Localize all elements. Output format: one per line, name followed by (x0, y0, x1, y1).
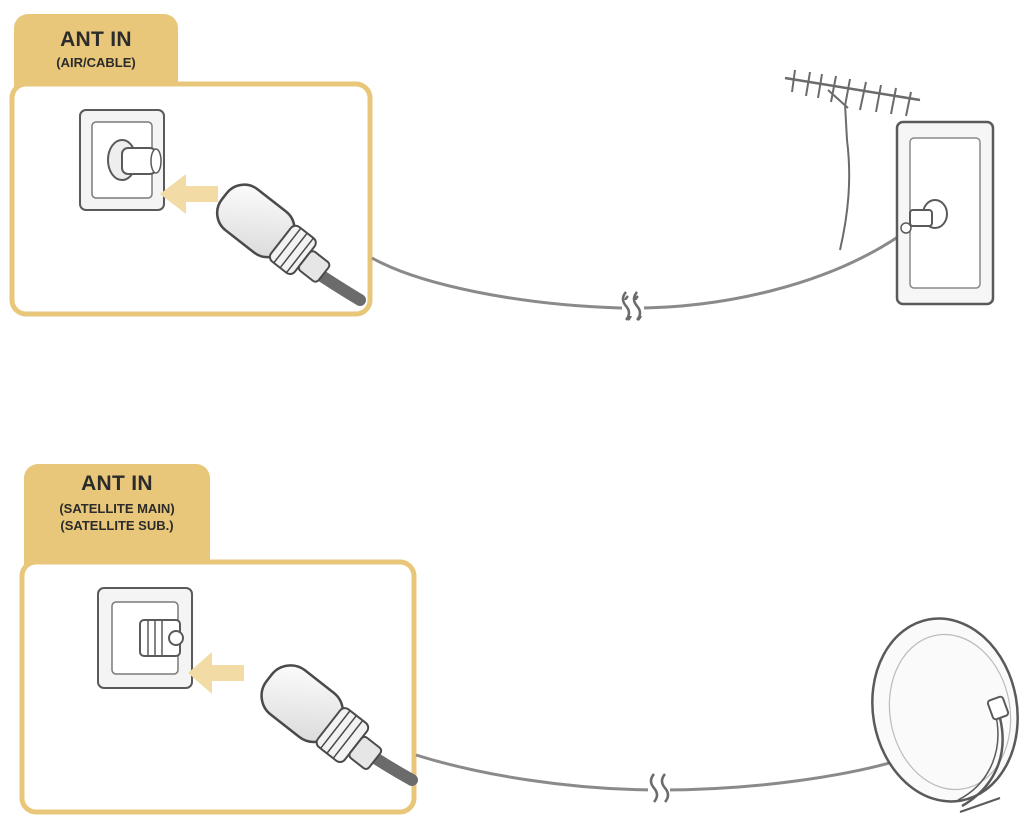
panel-2-title: ANT IN (81, 472, 153, 495)
f-connector-plug-icon (260, 664, 383, 770)
cable-1 (371, 230, 906, 310)
satellite-dish-icon (871, 617, 1019, 813)
panel-2-tab-bg (24, 464, 210, 584)
panel-air-cable (9, 14, 995, 321)
antenna-icon (784, 69, 921, 251)
panel-1-title: ANT IN (60, 28, 132, 51)
panel-2-subtitle-main: (SATELLITE MAIN) (59, 501, 175, 516)
coax-port-icon (79, 109, 165, 211)
insert-arrow-icon (188, 652, 244, 694)
insert-arrow-icon (160, 174, 218, 214)
panel-2-subtitle-sub: (SATELLITE SUB.) (60, 518, 174, 533)
wall-outlet-icon (895, 120, 995, 306)
panel-1-subtitle: (AIR/CABLE) (56, 55, 136, 70)
panel-2-label: ANT IN (SATELLITE MAIN) (SATELLITE SUB.) (24, 464, 210, 564)
f-connector-port-icon (97, 587, 193, 689)
panel-2-frame (19, 559, 417, 815)
panel-1-label: ANT IN (AIR/CABLE) (14, 14, 178, 84)
cable-break-mark-2 (649, 773, 670, 803)
coax-plug-icon (215, 183, 331, 283)
panel-satellite (19, 464, 1019, 815)
